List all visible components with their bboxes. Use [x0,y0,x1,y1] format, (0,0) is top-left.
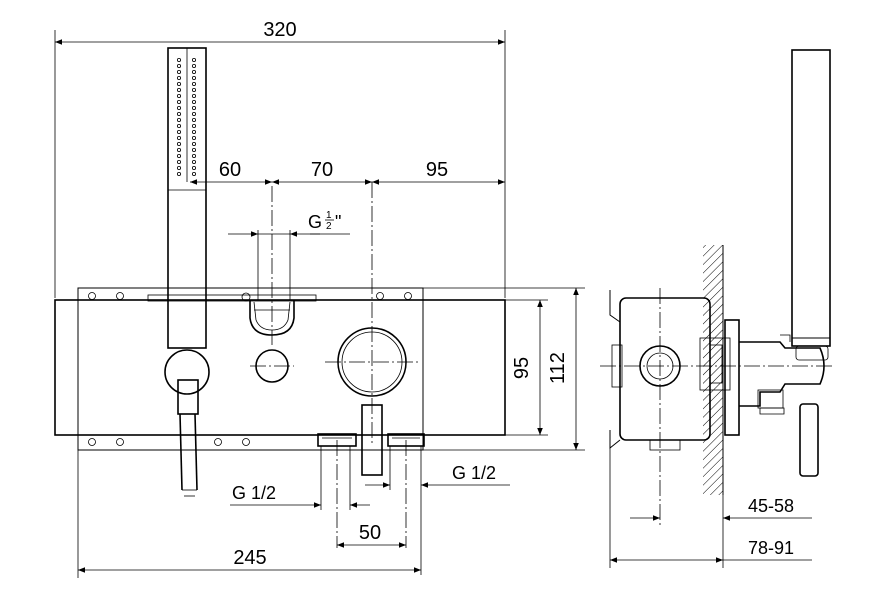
dim-overall-width: 320 [263,19,296,41]
dim-spacing-1: 60 [219,159,241,181]
dim-plate-width: 245 [233,547,266,569]
lever-stem [361,404,383,476]
dim-spacing-2: 70 [311,159,333,181]
dim-body-height: 95 [511,357,533,379]
thread-right-label: G 1/2 [452,463,496,483]
wall-hatch [703,245,723,495]
dim-spacing-3: 95 [426,159,448,181]
front-view: 320 60 70 95 G 1 2 " [54,19,585,578]
dim-wall-depth-2: 78-91 [748,538,794,558]
mixer-body [54,299,506,436]
dim-plate-height: 112 [547,352,569,384]
hand-shower-side [791,49,831,347]
thread-left-label: G 1/2 [232,483,276,503]
side-view: 45-58 78-91 [600,49,835,568]
thread-top-denominator: 2 [326,221,332,232]
lever-side [799,403,819,477]
hand-shower [164,47,210,497]
thread-top-quote: " [335,212,341,232]
mounting-plate [77,287,424,451]
valve-housing [619,297,711,441]
thread-top-numerator: 1 [326,210,332,221]
dim-outlet-spacing: 50 [359,522,381,544]
dim-wall-depth-1: 45-58 [748,496,794,516]
thread-top-label: G [308,212,322,232]
